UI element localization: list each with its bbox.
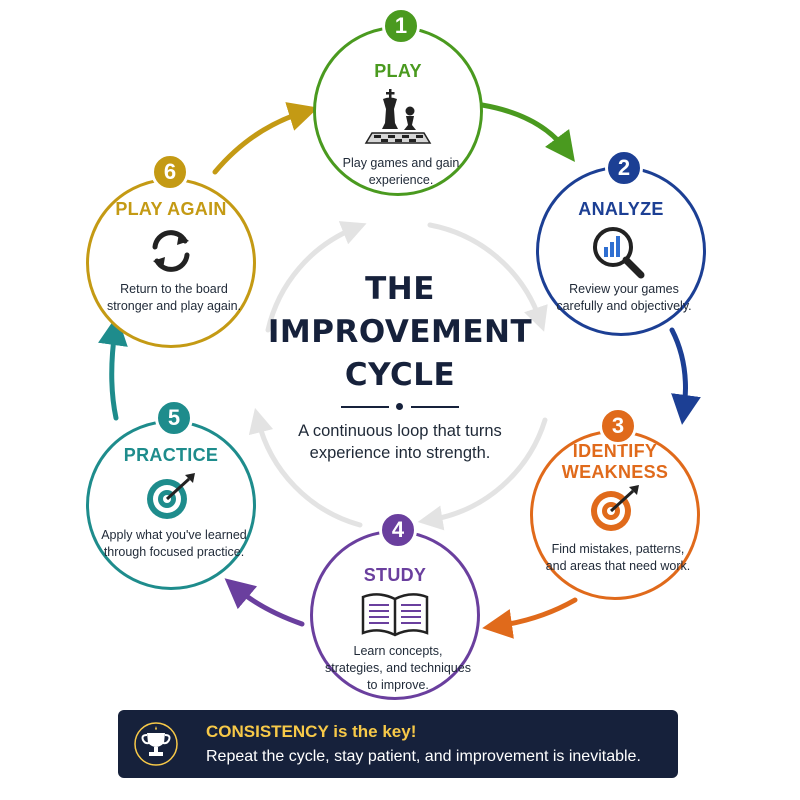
open-book-icon <box>361 593 429 637</box>
inner-ring <box>248 221 548 531</box>
step-title: PLAY AGAIN <box>115 199 227 219</box>
step-play[interactable]: PLAY Play games and gain experience. 1 <box>313 7 483 196</box>
step-analyze[interactable]: ANALYZE Review your games carefully and … <box>536 149 706 336</box>
cycle-arrows <box>98 102 701 639</box>
magnifier-chart-icon <box>593 227 645 279</box>
refresh-arrows-icon <box>152 230 190 272</box>
step-description: Review your games carefully and objectiv… <box>556 282 692 313</box>
step-title: PLAY <box>374 61 422 81</box>
step-title: STUDY <box>363 565 427 585</box>
target-arrow-icon <box>147 473 195 519</box>
arrow-1-to-2 <box>479 102 575 163</box>
center-subtitle: A continuous loop that turns experience … <box>298 422 502 462</box>
step-title-word: IDENTIFY <box>572 441 658 461</box>
step-number-badge: 6 <box>151 153 189 191</box>
center-title: THE IMPROVEMENT CYCLE <box>230 268 570 397</box>
step-number-badge: 4 <box>379 511 417 549</box>
arrow-5-to-6 <box>98 315 128 421</box>
banner-headline: CONSISTENCY is the key! <box>206 722 416 742</box>
arrow-3-to-4 <box>482 597 578 639</box>
consistency-banner: CONSISTENCY is the key! Repeat the cycle… <box>118 710 678 778</box>
arrow-4-to-5 <box>224 578 305 627</box>
step-title-word: WEAKNESS <box>561 462 669 482</box>
step-number-badge: 2 <box>605 149 643 187</box>
step-number-badge: 3 <box>599 407 637 445</box>
chess-pieces-icon <box>364 89 432 144</box>
step-study[interactable]: STUDY Learn concepts, strategies, and te… <box>310 511 480 700</box>
center-divider <box>341 403 459 410</box>
center-title-line: IMPROVEMENT <box>267 314 533 350</box>
step-title: ANALYZE <box>578 199 664 219</box>
banner-headline-strong: CONSISTENCY <box>206 722 329 741</box>
target-arrow-icon <box>591 485 639 531</box>
step-title: PRACTICE <box>123 445 219 465</box>
trophy-icon <box>134 722 178 766</box>
step-number-badge: 1 <box>382 7 420 45</box>
step-practice[interactable]: PRACTICE Apply what you've learned throu… <box>86 399 256 590</box>
step-description: Learn concepts, strategies, and techniqu… <box>325 644 471 692</box>
center-title-line: CYCLE <box>344 357 456 393</box>
banner-message: Repeat the cycle, stay patient, and impr… <box>206 748 641 765</box>
step-description: Find mistakes, patterns, and areas that … <box>545 542 691 573</box>
banner-headline-rest: is the key! <box>328 722 417 741</box>
step-description: Return to the board stronger and play ag… <box>106 282 242 313</box>
step-description: Apply what you've learned through focuse… <box>101 528 247 559</box>
arrow-6-to-1 <box>212 102 319 175</box>
arrow-2-to-3 <box>669 327 701 425</box>
step-play-again[interactable]: PLAY AGAIN Return to the board stronger … <box>86 153 256 348</box>
step-description: Play games and gain experience. <box>342 156 460 187</box>
center-title-line: THE <box>365 271 435 307</box>
step-number-badge: 5 <box>155 399 193 437</box>
